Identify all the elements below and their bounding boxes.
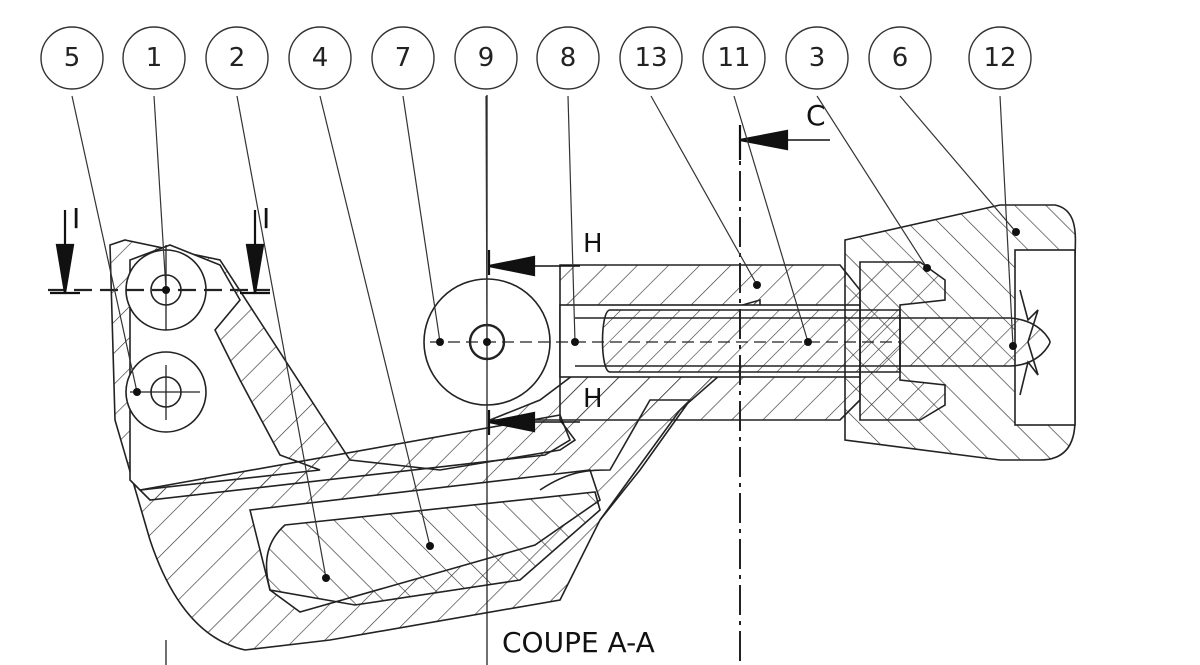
- leader-dot-6: [1012, 228, 1020, 236]
- section-label-I-left: I: [72, 202, 80, 235]
- leader-line-13: [650, 95, 758, 286]
- leader-line-7: [402, 95, 441, 343]
- section-label-H-top: H: [583, 229, 603, 259]
- leader-line-1: [153, 95, 167, 291]
- balloon-7: [371, 26, 435, 90]
- balloon-label-1: 1: [146, 43, 163, 73]
- leader-dot-3: [923, 264, 931, 272]
- drawing-title: COUPE A-A: [502, 626, 655, 659]
- balloon-label-4: 4: [312, 43, 329, 73]
- balloon-label-13: 13: [634, 43, 667, 73]
- balloon-8: [536, 26, 600, 90]
- view-label-C: C: [806, 99, 826, 132]
- balloon-4: [288, 26, 352, 90]
- leader-dot-11: [804, 338, 812, 346]
- balloon-label-2: 2: [229, 43, 246, 73]
- balloon-label-7: 7: [395, 43, 412, 73]
- leader-line-2: [236, 95, 327, 579]
- balloon-13: [619, 26, 683, 90]
- leader-line-4: [319, 95, 431, 547]
- balloon-1: [122, 26, 186, 90]
- screw-11: [601, 309, 901, 373]
- balloon-label-11: 11: [717, 43, 750, 73]
- balloon-label-5: 5: [64, 43, 81, 73]
- leader-dot-1: [162, 286, 170, 294]
- balloon-9: [454, 26, 518, 90]
- section-label-H-bottom: H: [583, 384, 603, 414]
- balloon-5: [40, 26, 104, 90]
- part-4-blade: [265, 491, 601, 606]
- leader-dot-5: [133, 388, 141, 396]
- leader-line-9: [485, 95, 488, 343]
- leader-dot-8: [571, 338, 579, 346]
- leader-line-11: [733, 95, 809, 343]
- balloon-label-6: 6: [892, 43, 909, 73]
- balloon-label-12: 12: [983, 43, 1016, 73]
- leader-dot-9: [483, 338, 491, 346]
- section-label-I-right: I: [262, 202, 270, 235]
- leader-dot-7: [436, 338, 444, 346]
- balloon-label-3: 3: [809, 43, 826, 73]
- balloon-11: [702, 26, 766, 90]
- balloon-12: [968, 26, 1032, 90]
- balloon-3: [785, 26, 849, 90]
- balloon-label-8: 8: [560, 43, 577, 73]
- leader-line-8: [567, 95, 576, 343]
- leader-dot-2: [322, 574, 330, 582]
- leader-dot-4: [426, 542, 434, 550]
- leader-line-5: [71, 95, 138, 393]
- balloon-2: [205, 26, 269, 90]
- leader-line-12: [999, 95, 1014, 347]
- leader-dot-13: [753, 281, 761, 289]
- leader-line-6: [899, 95, 1017, 233]
- leader-line-3: [816, 95, 928, 269]
- balloon-6: [868, 26, 932, 90]
- balloon-label-9: 9: [478, 43, 495, 73]
- leader-dot-12: [1009, 342, 1017, 350]
- nut-3: [859, 261, 946, 421]
